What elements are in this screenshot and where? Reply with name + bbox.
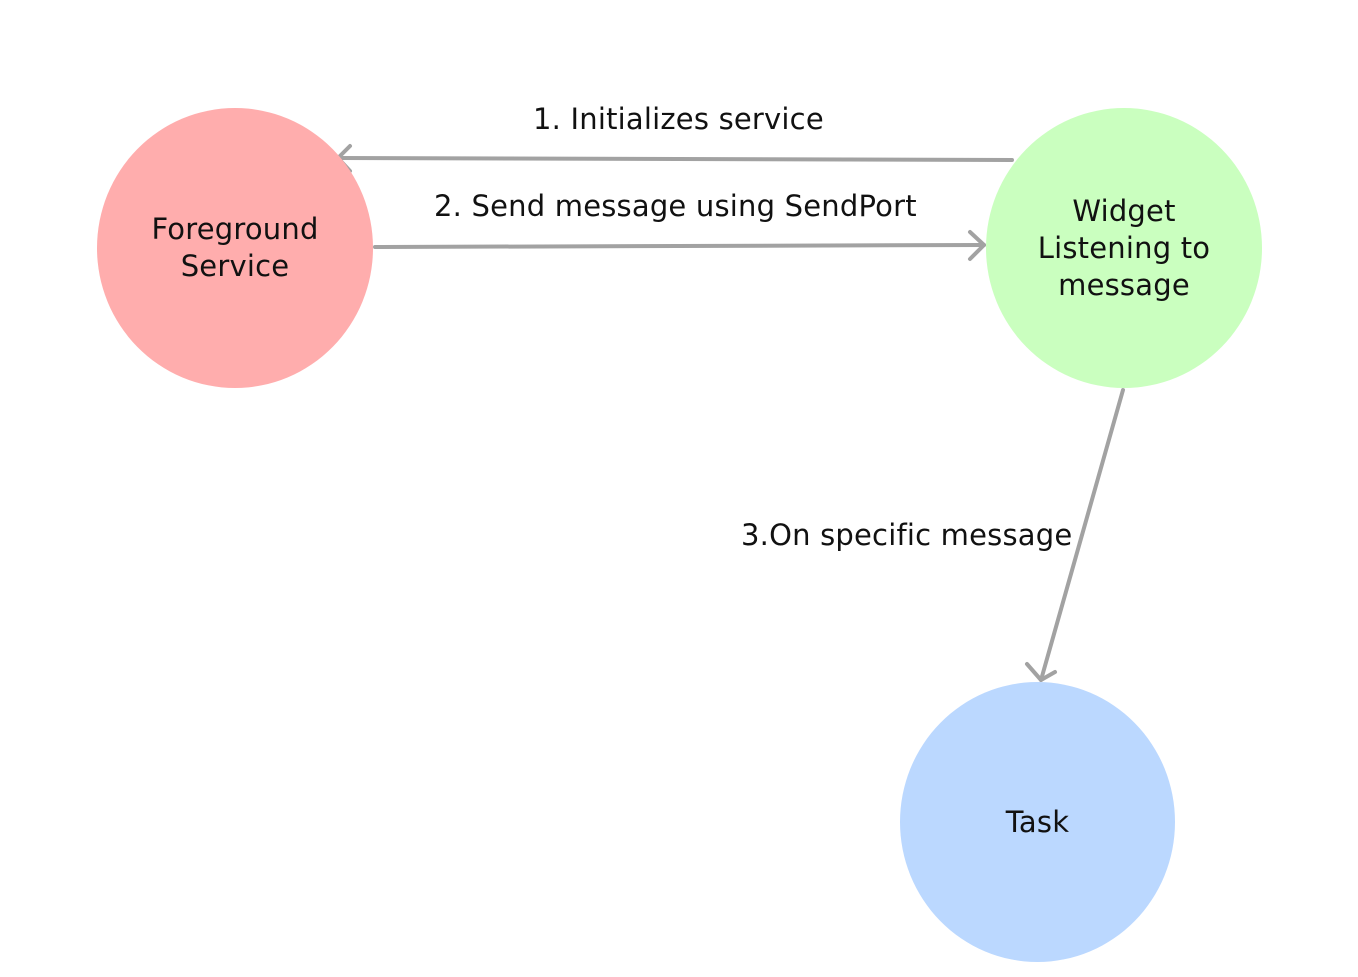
widget-label: Widget Listening to message	[1037, 193, 1211, 302]
task-node[interactable]: Task	[900, 682, 1175, 962]
edge-initializes-service	[336, 144, 1014, 173]
edge-on-specific-message	[1025, 388, 1125, 682]
edge-label-on-specific-message: 3.On specific message	[741, 518, 1073, 552]
foreground-service-label: Foreground Service	[151, 212, 319, 283]
arrowhead-right-icon	[968, 230, 986, 261]
edge-label-initializes-service: 1. Initializes service	[533, 102, 824, 136]
edge-label-send-message: 2. Send message using SendPort	[434, 189, 917, 223]
arrowhead-down-icon	[1025, 662, 1057, 682]
edge-send-message	[373, 230, 986, 261]
task-label: Task	[1005, 804, 1070, 839]
widget-node[interactable]: Widget Listening to message	[986, 108, 1262, 388]
foreground-service-node[interactable]: Foreground Service	[97, 108, 373, 388]
